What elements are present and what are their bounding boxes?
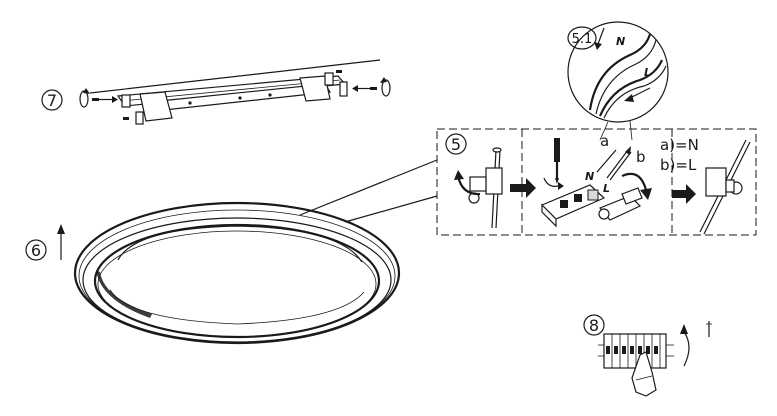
down-arrow-icon [594,27,605,50]
wire-n [588,33,652,111]
rotate-arrow-icon [380,77,391,97]
screw-icon [92,96,118,103]
left-arrow-icon [624,87,651,102]
mounting-bracket-group: 7 [41,59,391,125]
wire-label-b: b [636,148,646,166]
cable-clip-open [468,147,503,229]
step-marker-5 [445,133,467,155]
wire-letter-l: L [644,66,651,79]
step-number-6: 6 [31,241,41,260]
bracket-crosspiece-right [299,75,331,102]
connection-detail-group: 5 [436,128,757,236]
rotate-arrow-icon [621,172,652,200]
hand-icon [631,351,657,397]
wire-label-a: a [600,132,609,150]
legend-b-equals-l: b)=L [660,156,697,174]
bracket-crosspiece-left [139,91,173,122]
screwdriver-icon [554,138,560,184]
screw-icon [336,70,342,73]
breaker-group: 8 [583,314,712,397]
step-number-5: 5 [451,135,461,154]
step-number-8: 8 [589,316,599,335]
step-number-7: 7 [47,91,57,110]
cable-clip-closed [699,139,751,235]
right-arrow-icon [672,184,696,204]
rotate-arrow-icon [454,170,481,196]
wire-letter-n: N [616,35,625,48]
screw-icon [123,117,129,120]
cable-clip-closing [598,187,643,221]
ceiling-line [89,59,381,94]
wire-b [606,149,629,179]
circuit-breaker-icon [598,333,674,369]
diffuser-arc [117,225,363,263]
terminal-label-n: N [585,170,594,183]
detail-frame [436,128,757,236]
bracket-end-right [324,72,334,86]
detail-leader-line [299,159,438,216]
step-marker-8 [583,314,605,336]
ring-luminaire-outer [73,201,401,345]
ring-luminaire-group: 6 [25,159,438,345]
bracket-end-left [121,94,131,108]
magnifier-circle [567,21,669,123]
terminal-block [540,184,606,228]
wire-a [596,149,617,173]
rotate-arrow-icon [543,177,564,190]
rotate-arrow-icon [79,88,90,108]
wire-l [598,59,664,117]
up-arrow-icon [57,224,65,260]
terminal-label-l: L [603,182,610,195]
wire-magnifier-group: N L 5.1 [567,21,669,141]
step-marker-6 [25,239,47,261]
power-on-symbol-icon [706,321,712,337]
detail-leader-line [344,195,438,223]
legend-a-equals-n: a)=N [660,136,699,154]
step-marker-51 [567,26,597,50]
screw-icon [352,85,377,92]
step-number-51: 5.1 [572,32,593,47]
right-arrow-icon [510,178,536,198]
step-marker-7 [41,89,63,111]
rotate-arrow-icon [680,324,690,367]
